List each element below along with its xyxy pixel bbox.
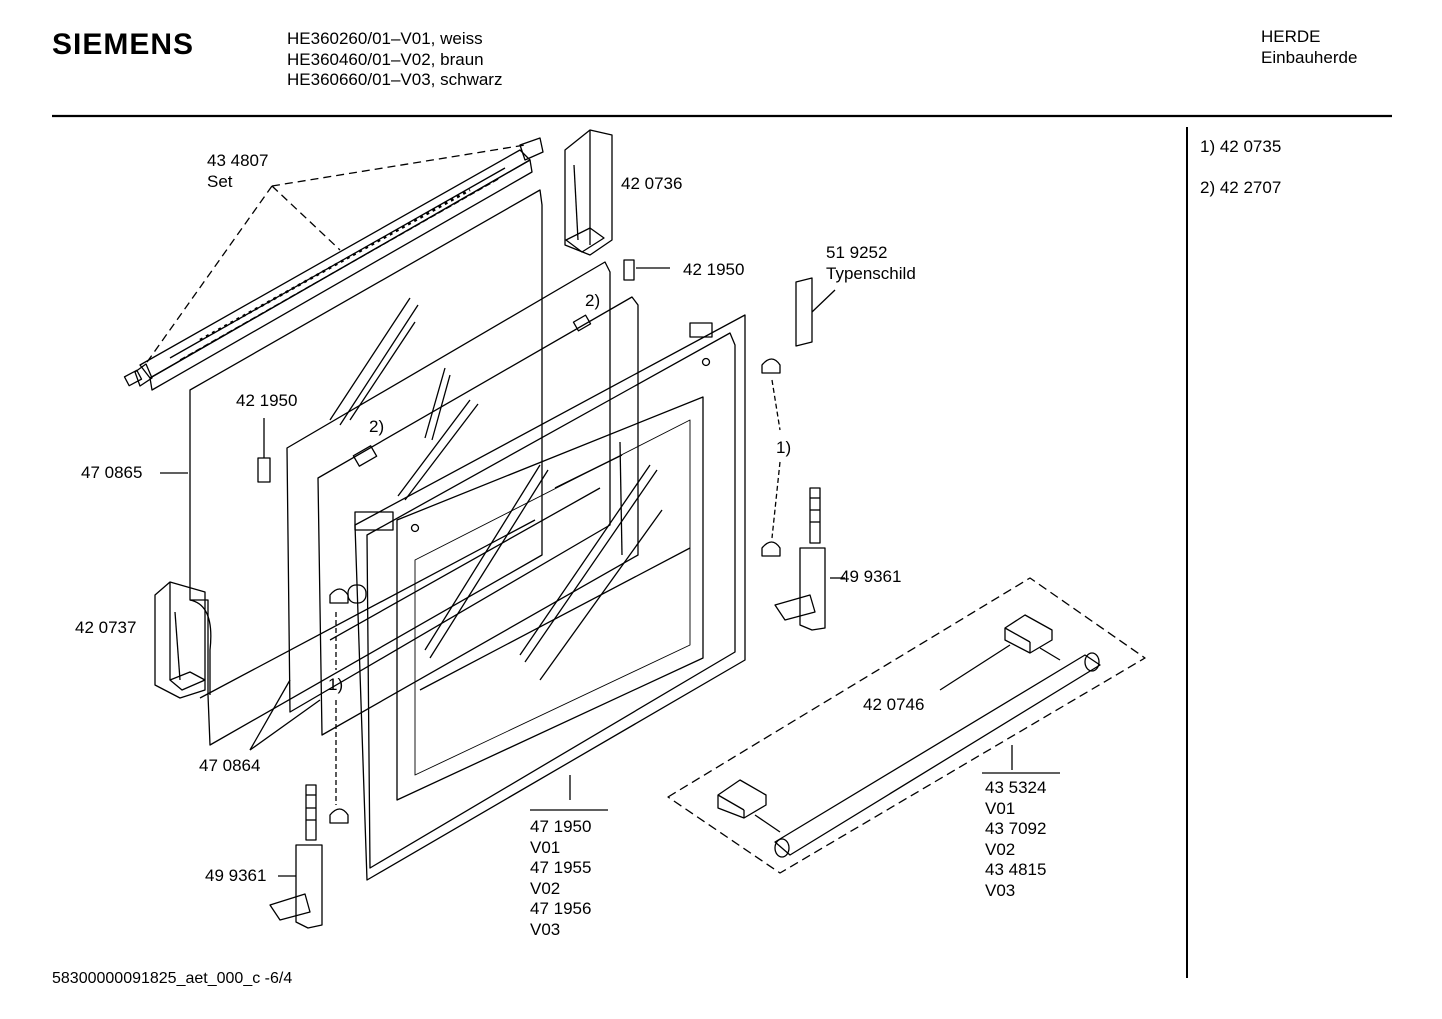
drawing-id: 58300000091825_aet_000_c: [52, 970, 261, 987]
handle-bar-420746: [717, 614, 1101, 858]
leader-handle-variants: [982, 745, 1060, 774]
hinge-left-499361: [269, 784, 323, 929]
page-number: -6/4: [264, 970, 293, 987]
front-door-panel: [354, 314, 746, 881]
model-line-2: HE360460/01–V02, braun: [287, 49, 484, 69]
model-list: HE360260/01–V01, weiss HE360460/01–V02, …: [287, 29, 502, 91]
leaders-470864: [249, 679, 321, 751]
door-variant-1-code: V01: [530, 837, 561, 857]
callout-421950-left: 42 1950: [236, 391, 298, 410]
callout-499361-right: 49 9361: [840, 567, 902, 586]
top-rail-set: [123, 137, 544, 391]
handle-variant-3: 43 4815: [985, 860, 1047, 879]
callout-519252: 51 9252 Typenschild: [826, 243, 916, 284]
callout-470865: 47 0865: [81, 463, 143, 482]
handle-group-box: [667, 577, 1146, 874]
callout-420746: 42 0746: [863, 695, 925, 714]
door-variant-2-code: V02: [530, 878, 561, 898]
leader-pads-right: [771, 379, 781, 539]
category: HERDE Einbauherde: [1261, 27, 1357, 68]
glass-panel-middle-1: [286, 261, 611, 713]
handle-variant-1: 43 5324: [985, 778, 1047, 797]
clip-421950-top: [623, 259, 670, 281]
door-variant-3: 47 1956: [530, 899, 592, 918]
pad-right-top: [761, 358, 781, 374]
pad-left-bottom: [329, 808, 349, 824]
marker-1-right: 1): [776, 438, 792, 457]
callout-499361-left: 49 9361: [205, 866, 267, 885]
type-plate-519252: [795, 277, 836, 347]
door-variant-1: 47 1950: [530, 817, 592, 836]
note-1: 1) 42 0735: [1200, 137, 1282, 156]
handle-variant-1-code: V01: [985, 798, 1016, 818]
door-variant-3-code: V03: [530, 919, 561, 939]
model-line-3: HE360660/01–V03, schwarz: [287, 70, 503, 89]
handle-variant-3-code: V03: [985, 880, 1016, 900]
handle-variant-2: 43 7092: [985, 819, 1047, 838]
pad-right-bottom: [761, 541, 781, 557]
callout-set-word: Set: [207, 171, 233, 191]
glass-panel-middle-2: [317, 296, 639, 736]
brand-logo: SIEMENS: [52, 28, 195, 61]
callout-470864: 47 0864: [199, 756, 261, 775]
side-bracket-420737: [154, 581, 206, 699]
callout-420737: 42 0737: [75, 618, 137, 637]
model-line-1: HE360260/01–V01, weiss: [287, 29, 483, 48]
callout-typenschild: Typenschild: [826, 263, 916, 283]
hinge-right-499361: [774, 487, 845, 631]
category-sub: Einbauherde: [1261, 47, 1358, 67]
marker-2-left: 2): [369, 417, 385, 436]
clip-421950-left: [257, 418, 271, 483]
door-variant-list: 47 1950 V01 47 1955 V02 47 1956 V03: [530, 817, 591, 940]
set-leaders: [144, 144, 526, 366]
pad-left-top: [329, 588, 349, 604]
top-bracket-420736: [564, 129, 613, 256]
handle-variant-2-code: V02: [985, 839, 1016, 859]
marker-2-top: 2): [585, 291, 601, 310]
leader-door: [530, 775, 608, 811]
callout-421950-top: 42 1950: [683, 260, 745, 279]
callout-420736: 42 0736: [621, 174, 683, 193]
marker-1-left: 1): [328, 675, 344, 694]
callout-set-number: 43 4807: [207, 151, 269, 170]
callout-519252-number: 51 9252: [826, 243, 888, 262]
category-main: HERDE: [1261, 27, 1321, 46]
note-2: 2) 42 2707: [1200, 178, 1282, 197]
door-variant-2: 47 1955: [530, 858, 592, 877]
callout-set: 43 4807 Set: [207, 151, 268, 192]
drawing-footer: 58300000091825_aet_000_c -6/4: [52, 970, 292, 988]
handle-variant-list: 43 5324 V01 43 7092 V02 43 4815 V03: [985, 778, 1046, 901]
